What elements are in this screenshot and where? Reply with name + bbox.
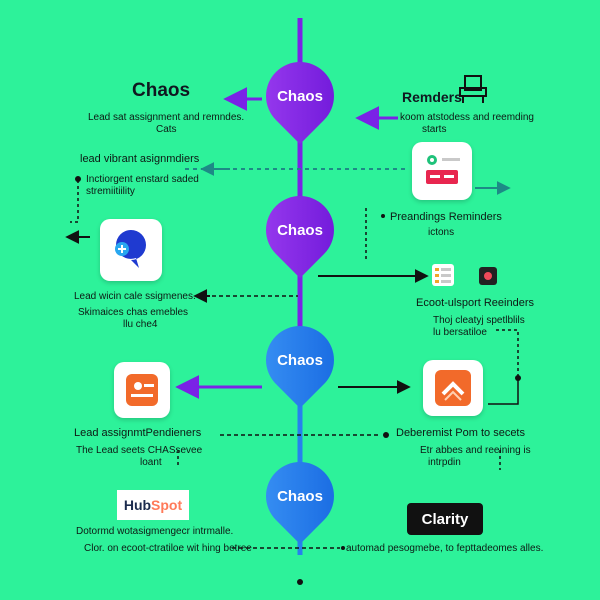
spine-end-dot <box>297 579 303 585</box>
node-chaos-3[interactable]: Chaos <box>251 311 349 409</box>
left-text-1a: Lead sat assignment and remndes. <box>88 112 245 123</box>
node-chaos-1[interactable]: Chaos <box>251 47 349 145</box>
right-heading-4: Deberemist Pom to secets <box>396 427 525 439</box>
left-text-4b: loant <box>140 457 162 468</box>
left-text-3a: Skimaices chas emebles <box>78 307 189 318</box>
bullet-left-2 <box>75 176 81 182</box>
left-text-3b: llu che4 <box>123 319 158 330</box>
dash-bracket-left <box>70 180 79 223</box>
node-chaos-2[interactable]: Chaos <box>251 181 349 279</box>
reminder-form-icon <box>426 155 460 184</box>
right-text-2a: ictons <box>428 227 455 238</box>
left-text-5a: Dotormd wotasigmengecr intrmalle. <box>76 526 234 537</box>
contact-app-card[interactable] <box>114 362 170 418</box>
delivery-app-card[interactable] <box>423 360 483 416</box>
dash-bracket-right <box>496 329 519 378</box>
right-text-3b: lu bersatiloe <box>433 327 487 338</box>
left-heading-4: Lead assignmtPendieners <box>74 427 202 439</box>
right-title-1: Remders <box>402 89 462 105</box>
reminder-app-card[interactable] <box>412 142 472 200</box>
right-text-5a: automad pesogmebe, to fepttadeomes alles… <box>346 543 544 554</box>
chat-app-card[interactable] <box>100 219 162 281</box>
left-text-1b: Cats <box>156 124 177 135</box>
left-text-2a: Inctiorgent enstard saded <box>86 174 199 185</box>
bullet-row-5 <box>341 546 345 550</box>
bullet-right-2 <box>381 214 385 218</box>
line-right-bracket-low <box>488 380 519 405</box>
left-title: Chaos <box>132 80 191 101</box>
left-heading-2: lead vibrant asignmdiers <box>80 153 200 165</box>
left-heading-3: Lead wicin cale ssigmenes. <box>74 291 196 302</box>
left-text-2b: stremiitiility <box>86 186 135 197</box>
right-text-3a: Thoj cleatyj spetlblils <box>433 315 525 326</box>
chevron-up-icon <box>435 370 471 406</box>
id-card-icon <box>126 374 158 406</box>
chat-bubble-icon <box>115 230 146 268</box>
right-text-4a: Etr abbes and reeining is <box>420 445 531 456</box>
right-heading-3: Ecoot-ulsport Reeinders <box>416 297 535 309</box>
right-text-1b: starts <box>422 124 447 135</box>
app-badge-icon <box>479 267 497 285</box>
bullet-row-4 <box>383 432 389 438</box>
clarity-logo: Clarity <box>407 503 483 535</box>
armchair-icon <box>459 75 487 103</box>
node-chaos-4[interactable]: Chaos <box>251 447 349 545</box>
tasklist-icon <box>432 264 454 286</box>
left-text-4a: The Lead seets CHASsevee <box>76 445 203 456</box>
left-text-5b: Clor. on ecoot-ctratiloe wit hing betree <box>84 543 252 554</box>
right-text-4b: intrpdin <box>428 457 461 468</box>
right-text-1a: koom atstodess and reemding <box>400 112 534 123</box>
bullet-right-3 <box>515 375 521 381</box>
right-heading-2: Preandings Reminders <box>390 211 502 223</box>
